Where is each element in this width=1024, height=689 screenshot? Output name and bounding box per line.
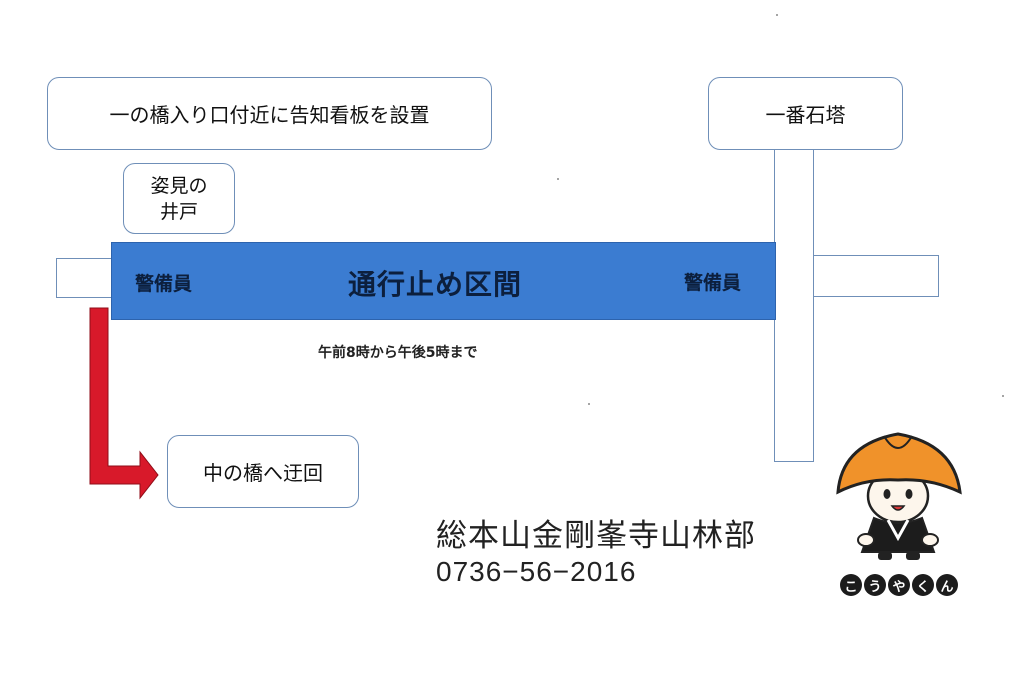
road-to-stone-tower [774, 148, 814, 462]
mascot-name-char: や [888, 574, 910, 596]
mascot-name-char: う [864, 574, 886, 596]
koyakun-mascot-icon [836, 432, 962, 560]
road-west-stub [56, 258, 112, 298]
mascot-name-char: こ [840, 574, 862, 596]
scan-dot [588, 403, 590, 405]
closed-road-section: 警備員 通行止め区間 警備員 [111, 242, 776, 320]
guard-label-right: 警備員 [684, 272, 742, 294]
detour-arrow-icon [89, 307, 159, 500]
organization-name: 総本山金剛峯寺山林部 [436, 518, 756, 554]
notice-board-callout: 一の橋入り口付近に告知看板を設置 [47, 77, 492, 150]
stone-tower-callout: 一番石塔 [708, 77, 903, 150]
mascot-name-badge: こ う や く ん [840, 574, 958, 596]
mascot-name-char: ん [936, 574, 958, 596]
mirror-well-callout: 姿見の 井戸 [123, 163, 235, 234]
detour-callout: 中の橋へ迂回 [167, 435, 359, 508]
mirror-well-line1: 姿見の [150, 174, 208, 197]
closure-hours: 午前8時から午後5時まで [318, 345, 478, 361]
mascot-name-char: く [912, 574, 934, 596]
phone-number: 0736−56−2016 [436, 556, 637, 587]
scan-dot [1002, 395, 1004, 397]
mirror-well-line2: 井戸 [159, 200, 198, 223]
scan-dot [557, 178, 559, 180]
guard-label-left: 警備員 [135, 273, 193, 295]
closed-section-label: 通行止め区間 [348, 268, 523, 301]
scan-dot [776, 14, 778, 16]
